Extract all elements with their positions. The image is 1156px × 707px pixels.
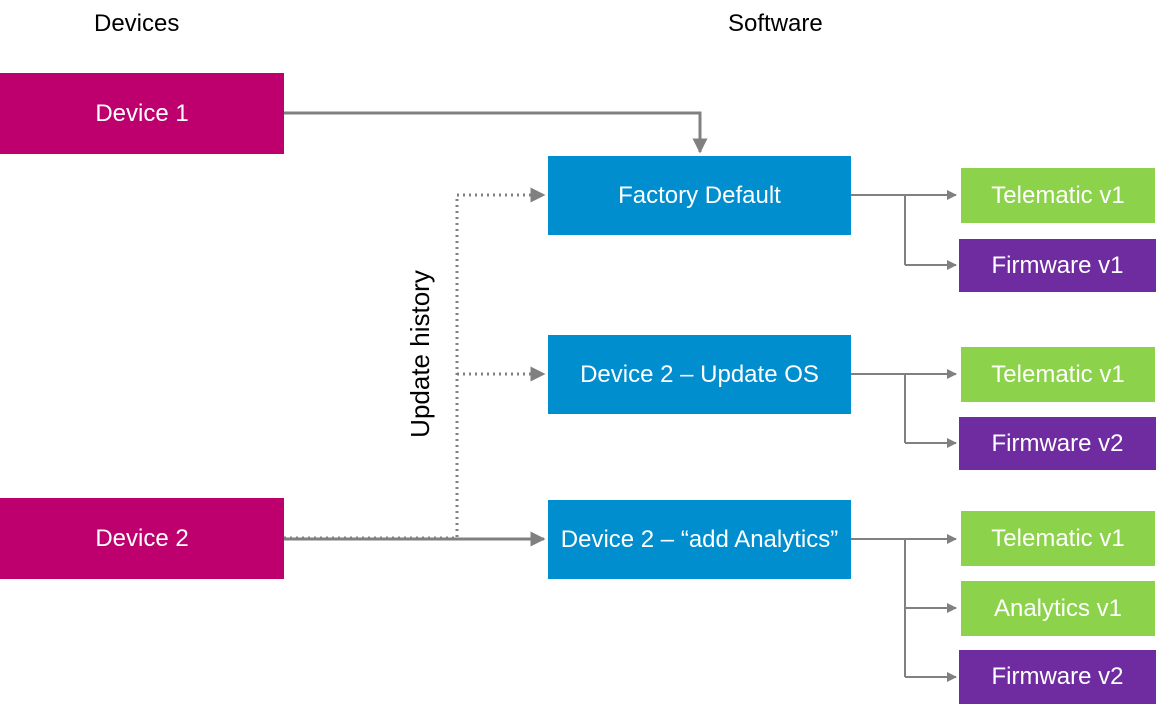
component-firmware-box[interactable]: Firmware v1 [959, 239, 1156, 292]
device-2-box[interactable]: Device 2 [0, 498, 284, 579]
software-update-os-box[interactable]: Device 2 – Update OS [548, 335, 851, 414]
component-firmware-box[interactable]: Firmware v2 [959, 417, 1156, 470]
component-analytics-box[interactable]: Analytics v1 [961, 581, 1155, 636]
software-heading: Software [728, 10, 823, 37]
device-1-box[interactable]: Device 1 [0, 73, 284, 154]
software-factory-default-box[interactable]: Factory Default [548, 156, 851, 235]
component-telematic-box[interactable]: Telematic v1 [961, 511, 1155, 566]
add-analytics-to-components-connector [850, 538, 906, 677]
device1-to-factory-default-connector [284, 111, 708, 154]
update-history-label: Update history [405, 270, 435, 438]
software-add-analytics-box[interactable]: Device 2 – “add Analytics” [548, 500, 851, 579]
component-telematic-box[interactable]: Telematic v1 [961, 168, 1155, 223]
factory-default-to-components-connector [850, 194, 906, 265]
component-firmware-box[interactable]: Firmware v2 [959, 650, 1156, 704]
devices-heading: Devices [94, 10, 180, 37]
component-telematic-box[interactable]: Telematic v1 [961, 347, 1155, 402]
update-os-to-components-connector [850, 373, 906, 443]
